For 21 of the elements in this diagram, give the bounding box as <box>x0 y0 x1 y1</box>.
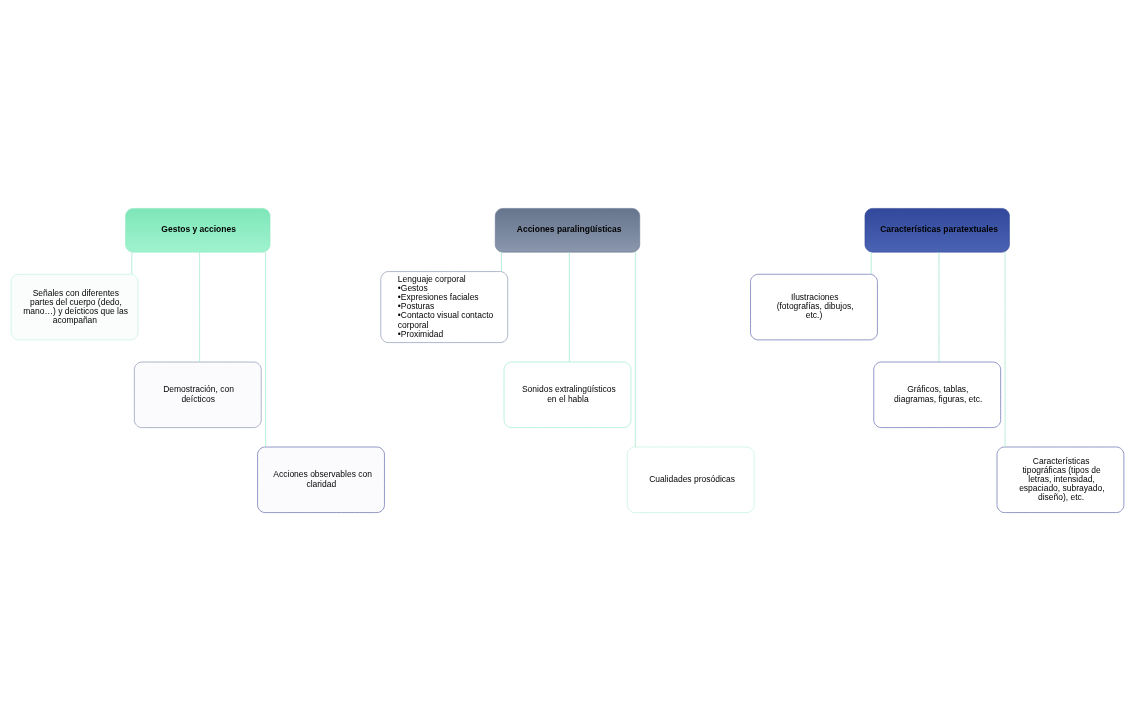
node-box: Señales con diferentes partes del cuerpo (dedo, mano…) y deícticos que las acompañan <box>10 273 139 340</box>
connector <box>938 251 940 362</box>
connector <box>131 251 133 275</box>
connector <box>568 251 570 362</box>
node-box: Ilustraciones (fotografías, dibujos, etc.) <box>750 273 878 340</box>
node-box: Demostración, con deícticos <box>134 361 262 428</box>
connector <box>199 251 200 362</box>
node-box: Gráficos, tablas, diagramas, figuras, etc. <box>873 361 1001 428</box>
connector <box>1004 251 1006 447</box>
connector <box>634 251 636 447</box>
node-box: Sonidos extralingüísticos en el habla <box>503 361 632 428</box>
node-box: Cualidades prosódicas <box>627 446 755 513</box>
connector <box>501 251 502 272</box>
node-box: Gestos y acciones <box>125 207 271 252</box>
node-box: Lenguaje corporal •Gestos •Expresiones faciales •Posturas •Contacto visual contacto corporal •Proximidad <box>380 270 508 343</box>
node-box: Acciones paralingüísticas <box>494 207 641 252</box>
node-box: Características tipográficas (tipos de letras, intensidad, espaciado, subrayado, diseño), etc. <box>996 446 1125 513</box>
connector <box>265 251 266 447</box>
node-box: Acciones observables con claridad <box>257 446 385 513</box>
connector <box>870 251 872 275</box>
node-box: Características paratextuales <box>864 207 1010 252</box>
